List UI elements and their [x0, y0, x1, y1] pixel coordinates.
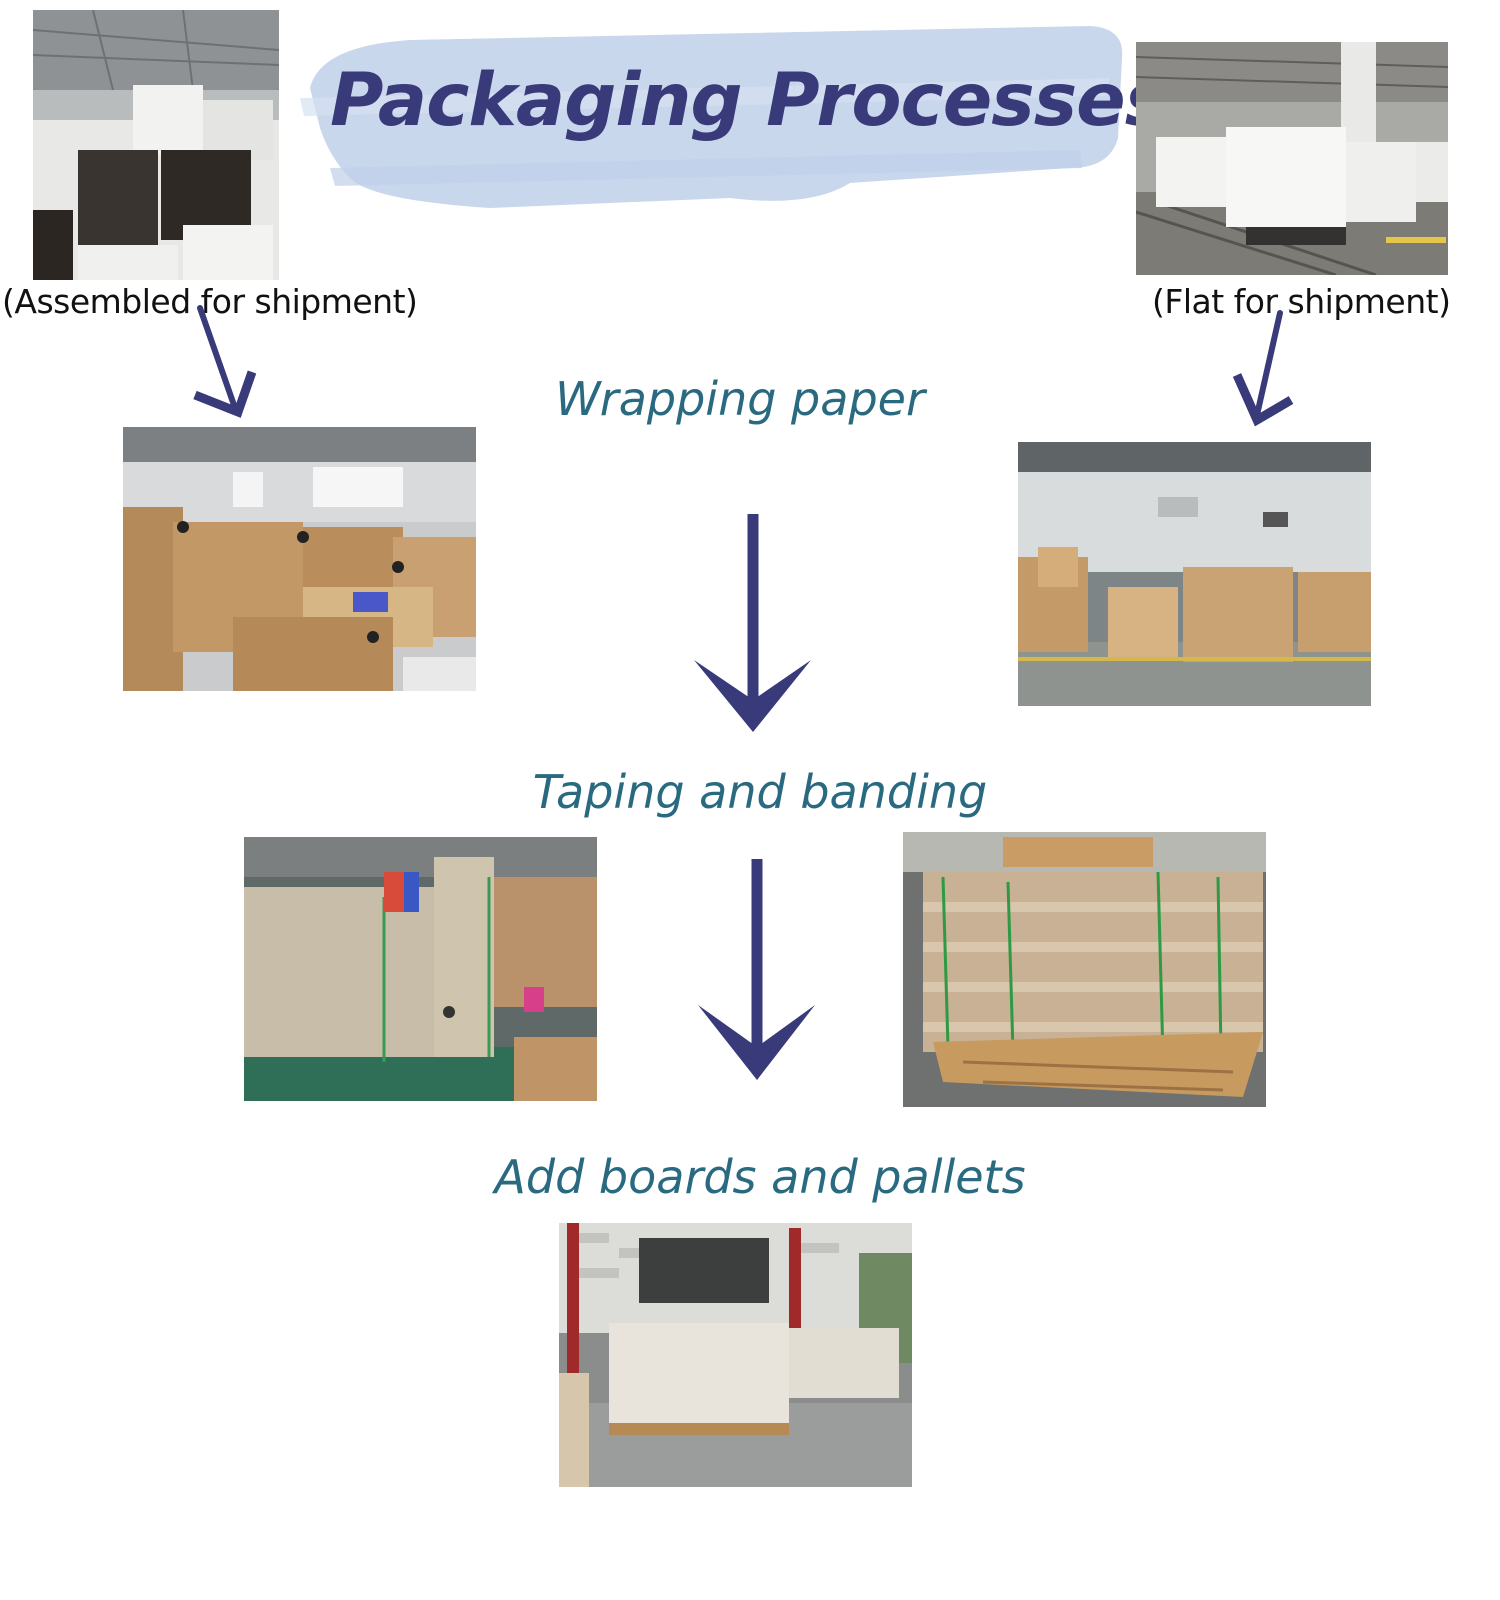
- wrapped-assembled-photo: [123, 427, 476, 691]
- taped-assembled-photo: [244, 837, 597, 1101]
- step-wrapping-paper: Wrapping paper: [555, 372, 925, 426]
- taped-flat-photo: [903, 832, 1266, 1107]
- step-taping-banding: Taping and banding: [532, 765, 988, 819]
- down-arrow-icon-2: [698, 859, 815, 1080]
- step-boards-pallets: Add boards and pallets: [494, 1150, 1026, 1204]
- left-arrow-icon: [193, 305, 257, 418]
- final-pallets-photo: [559, 1223, 912, 1487]
- assembled-cabinets-photo: [33, 10, 279, 280]
- right-arrow-icon: [1232, 310, 1294, 427]
- title-brush-banner: [300, 26, 1123, 208]
- flat-caption: (Flat for shipment): [1152, 282, 1451, 321]
- assembled-caption: (Assembled for shipment): [2, 282, 418, 321]
- flat-panels-photo: [1136, 42, 1448, 275]
- down-arrow-icon-1: [694, 514, 811, 732]
- stacked-flat-photo: [1018, 442, 1371, 706]
- page-title: Packaging Processes: [330, 58, 1168, 143]
